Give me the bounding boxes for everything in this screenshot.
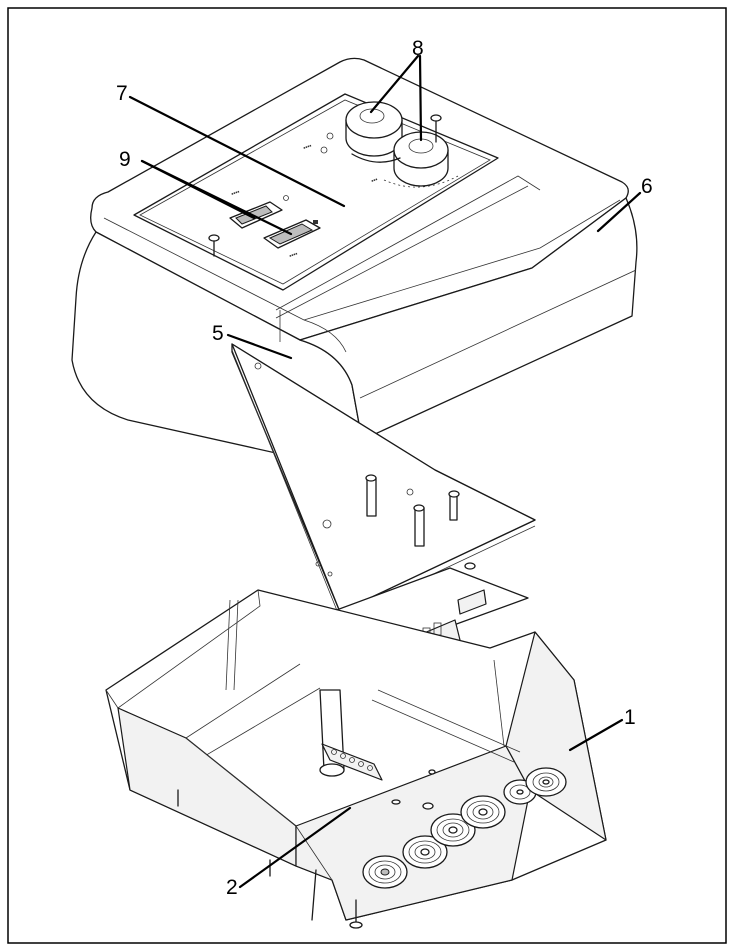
top-cover: ▪▪▪▪ ▪▪▪ ▪▪▪▪ ▪▪▪▪	[71, 57, 638, 471]
leader-8b	[418, 54, 423, 142]
knob-left	[345, 101, 403, 157]
svg-text:▪▪▪▪: ▪▪▪▪	[289, 251, 299, 260]
leader-2	[238, 806, 352, 889]
circuit-board-upper	[231, 343, 536, 619]
leader-9b	[140, 159, 293, 236]
callout-2: 2	[226, 876, 238, 899]
svg-text:▪▪▪: ▪▪▪	[371, 177, 379, 185]
callout-7: 7	[116, 82, 128, 105]
svg-text:▪▪▪▪: ▪▪▪▪	[231, 189, 241, 198]
figure-frame	[7, 7, 727, 944]
svg-text:▪▪▪▪: ▪▪▪▪	[303, 143, 313, 152]
grommet-row-right	[503, 767, 567, 805]
grommet-row-front	[362, 795, 506, 889]
callout-1: 1	[624, 706, 636, 729]
leader-8a	[369, 54, 420, 114]
callout-labels: 8 7 9 6 5 1 2	[116, 37, 653, 899]
leader-5	[226, 333, 293, 360]
callout-9: 9	[119, 148, 131, 171]
leader-lines	[128, 54, 642, 889]
base-housing	[105, 589, 607, 929]
leader-1	[568, 718, 624, 752]
leader-6	[596, 191, 642, 233]
leader-7	[128, 95, 346, 208]
callout-5: 5	[212, 322, 224, 345]
callout-6: 6	[641, 175, 653, 198]
callout-8: 8	[412, 37, 424, 60]
